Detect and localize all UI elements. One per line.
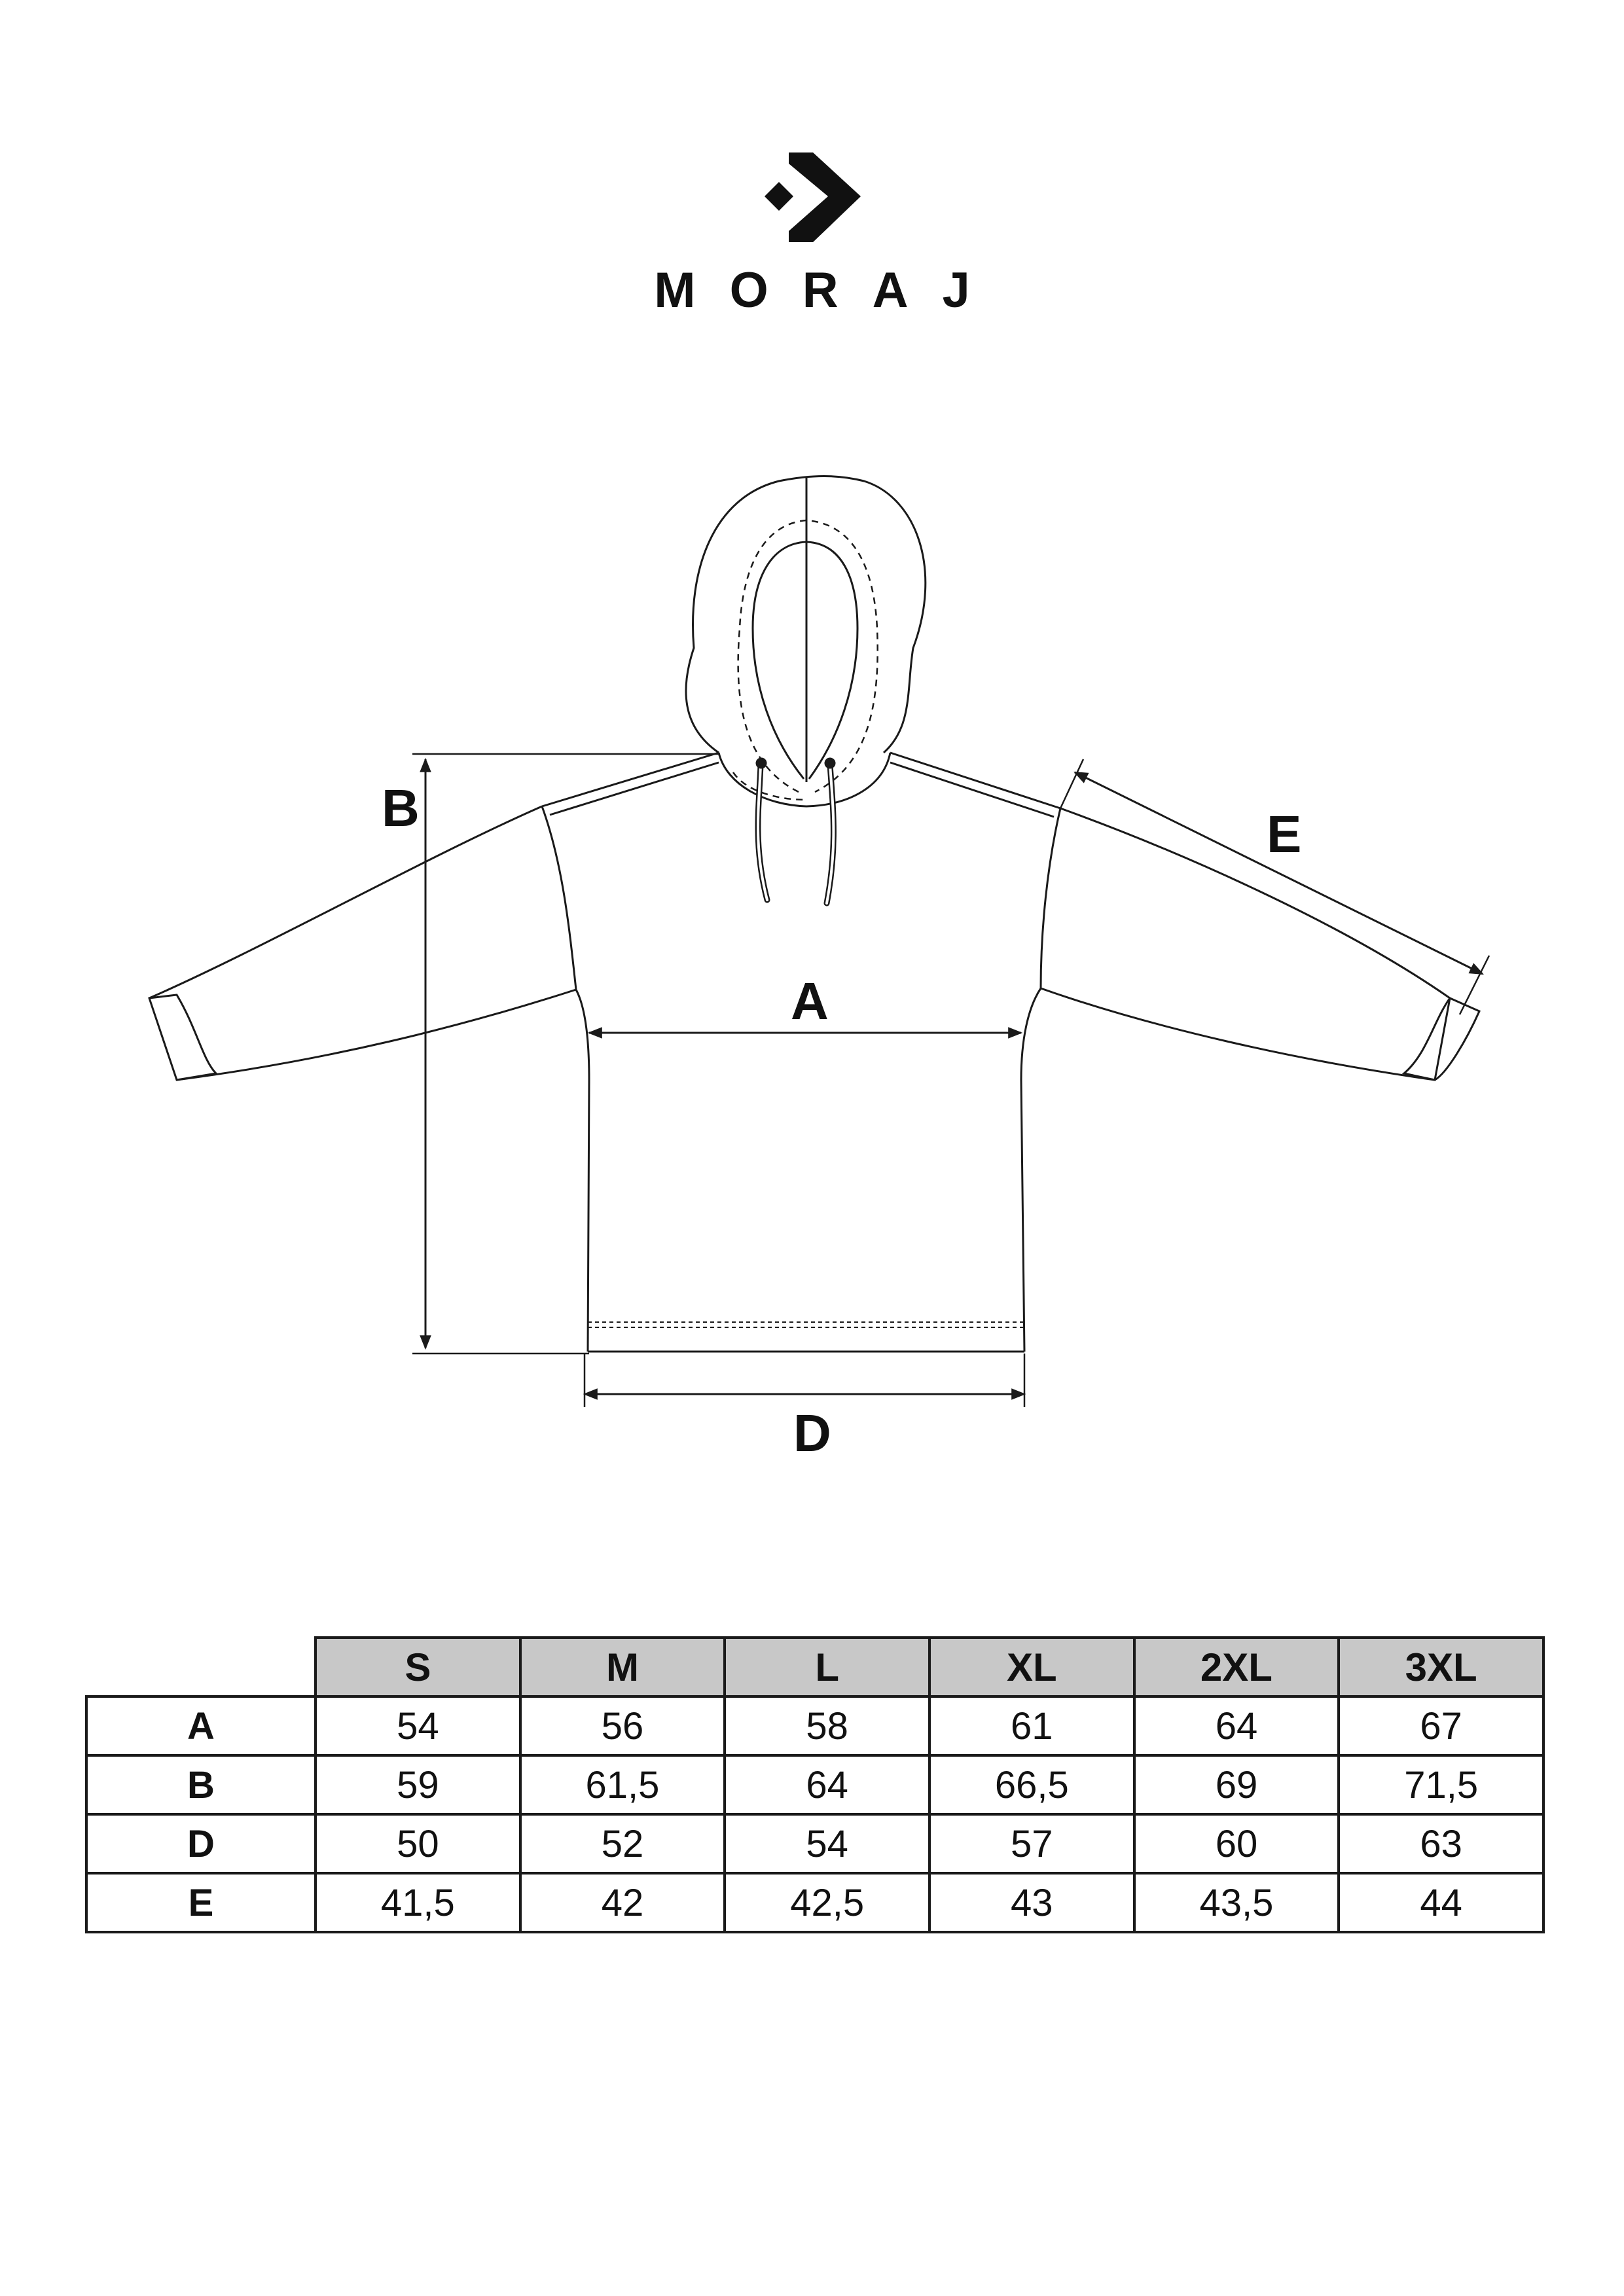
table-cell: 58 <box>723 1695 931 1757</box>
table-cell: 52 <box>518 1813 727 1874</box>
row-label: B <box>85 1754 317 1816</box>
row-label: D <box>85 1813 317 1874</box>
body-left-side <box>575 989 590 1352</box>
header-corner <box>86 1638 316 1698</box>
size-header-cell: XL <box>928 1636 1136 1698</box>
table-cell: 60 <box>1132 1813 1341 1874</box>
table-cell: 42 <box>518 1872 727 1933</box>
size-chart-table: S M L XL 2XL 3XL A 54 56 58 61 64 67 B 5… <box>85 1636 1545 1933</box>
table-cell: 43 <box>928 1872 1136 1933</box>
size-header-cell: L <box>723 1636 931 1698</box>
hood-stitch <box>737 519 878 793</box>
table-row: E 41,5 42 42,5 43 43,5 44 <box>85 1872 1545 1933</box>
table-cell: 64 <box>1132 1695 1341 1757</box>
table-row: D 50 52 54 57 60 63 <box>85 1813 1545 1874</box>
size-header-cell: S <box>314 1636 522 1698</box>
measure-e-line <box>1074 771 1484 975</box>
measurement-lines <box>412 753 1490 1407</box>
left-sleeve <box>148 805 577 1081</box>
table-cell: 64 <box>723 1754 931 1816</box>
table-cell: 63 <box>1337 1813 1545 1874</box>
hoodie-outline <box>148 475 1481 1353</box>
table-cell: 67 <box>1337 1695 1545 1757</box>
dimension-label-a: A <box>791 972 829 1030</box>
table-cell: 50 <box>314 1813 522 1874</box>
row-label: A <box>85 1695 317 1757</box>
size-header-cell: 3XL <box>1337 1636 1545 1698</box>
size-header-row: S M L XL 2XL 3XL <box>86 1636 1545 1698</box>
body-right-side <box>1020 988 1042 1352</box>
table-cell: 69 <box>1132 1754 1341 1816</box>
size-header-cell: M <box>518 1636 727 1698</box>
table-cell: 61,5 <box>518 1754 727 1816</box>
table-cell: 71,5 <box>1337 1754 1545 1816</box>
dimension-label-b: B <box>382 779 420 837</box>
table-cell: 54 <box>314 1695 522 1757</box>
table-row: B 59 61,5 64 66,5 69 71,5 <box>85 1754 1545 1816</box>
row-label: E <box>85 1872 317 1933</box>
table-cell: 43,5 <box>1132 1872 1341 1933</box>
dimension-label-e: E <box>1267 805 1302 863</box>
hoodie-diagram <box>148 475 1490 1407</box>
right-sleeve <box>1040 807 1451 1081</box>
right-raglan-seam <box>890 751 1061 810</box>
table-cell: 41,5 <box>314 1872 522 1933</box>
right-cuff <box>1401 997 1481 1081</box>
size-header-cell: 2XL <box>1132 1636 1341 1698</box>
table-cell: 44 <box>1337 1872 1545 1933</box>
header-logo-area: MORAJ <box>0 0 1624 340</box>
table-cell: 61 <box>928 1695 1136 1757</box>
table-cell: 42,5 <box>723 1872 931 1933</box>
dimension-label-d: D <box>793 1404 831 1462</box>
hood-opening <box>751 541 859 780</box>
table-cell: 66,5 <box>928 1754 1136 1816</box>
table-cell: 57 <box>928 1813 1136 1874</box>
table-cell: 56 <box>518 1695 727 1757</box>
table-cell: 59 <box>314 1754 522 1816</box>
table-row: A 54 56 58 61 64 67 <box>85 1695 1545 1757</box>
left-raglan-seam <box>541 751 719 808</box>
table-cell: 54 <box>723 1813 931 1874</box>
neck-band <box>717 752 892 808</box>
brand-name: MORAJ <box>654 262 1004 318</box>
left-cuff <box>149 994 219 1081</box>
moraj-logo-icon <box>765 152 861 242</box>
hood-outer <box>685 475 927 754</box>
